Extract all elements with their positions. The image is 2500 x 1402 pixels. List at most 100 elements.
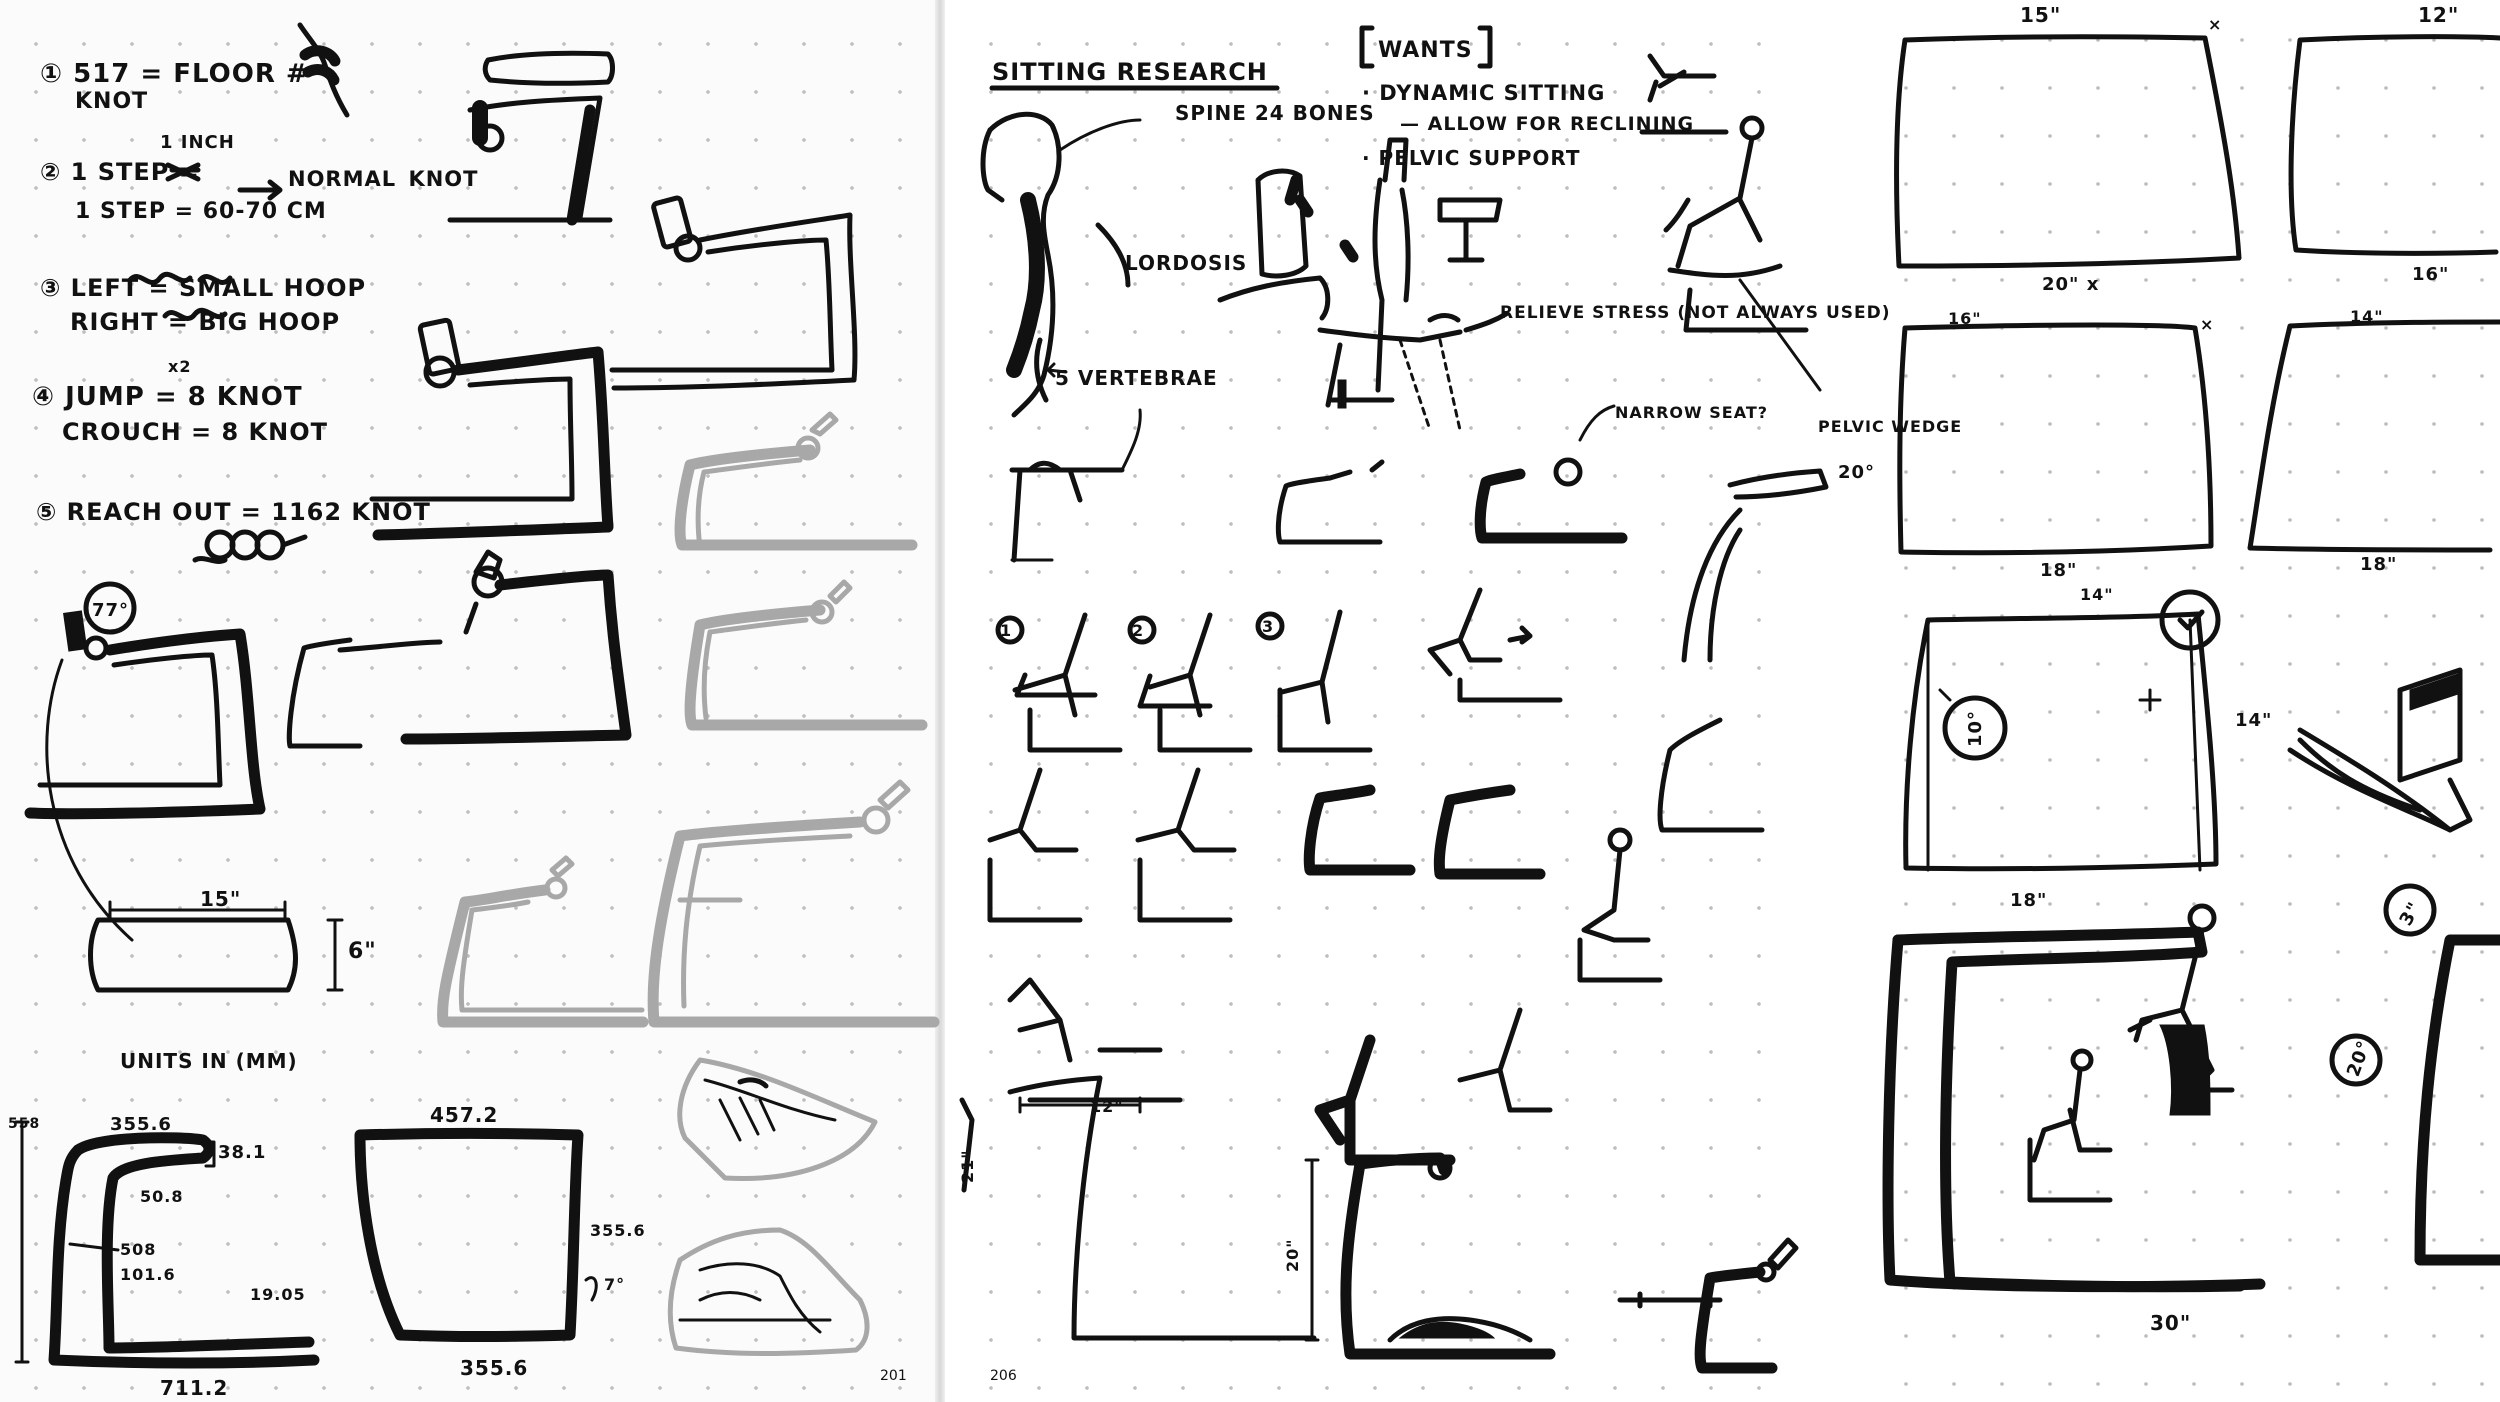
dim-21-label: 21" <box>958 1149 977 1183</box>
x-mark: × <box>2200 315 2214 334</box>
dim-label: 19.05 <box>250 1285 306 1304</box>
chair-sketch-1 <box>609 195 858 391</box>
angle-77-label: 77° <box>92 600 129 621</box>
dim-label: 14" <box>2350 307 2384 326</box>
units-label: UNITS IN (MM) <box>120 1049 298 1073</box>
chair-frame-bottom-mid: 20" <box>1283 1152 1556 1360</box>
note-item-2-inch: 1 INCH <box>160 132 235 153</box>
wants-block: WANTS · DYNAMIC SITTING — ALLOW FOR RECL… <box>1359 25 1729 170</box>
vertebrae-label: 5 VERTEBRAE <box>1055 366 1218 390</box>
dim-label: 7° <box>604 1275 625 1294</box>
chair-sketch-77: 77° <box>24 581 266 942</box>
spine-diagram: SPINE 24 BONES LORDOSIS 5 VERTEBRAE <box>980 101 1375 418</box>
chair-frame-bottom-left: 12" 21" <box>958 1075 1317 1341</box>
scribble-icon <box>162 307 228 321</box>
note-item-2-line2: 1 STEP = 60-70 CM <box>75 199 327 224</box>
left-page <box>0 0 935 1402</box>
page-gutter-left <box>935 0 945 1402</box>
page-number-b: 206 <box>990 1368 1017 1384</box>
chair-edge-sketch: 3" 20° <box>2329 883 2500 1266</box>
page-number-a: 201 <box>880 1368 907 1384</box>
dim-label: 508 <box>120 1240 156 1259</box>
note-item-2-arrow-label: NORMAL KNOT <box>288 167 478 191</box>
want-1: · DYNAMIC SITTING <box>1362 81 1605 105</box>
chair-sketch-2 <box>369 317 614 541</box>
dim-label: 50.8 <box>140 1187 183 1206</box>
chair-sketch-6-grey <box>437 855 649 1028</box>
chair-sketch-5-grey <box>684 579 928 731</box>
arrow-right-icon <box>237 179 283 201</box>
spine-label: SPINE 24 BONES <box>1175 101 1375 125</box>
tech-drawing-top: 457.2 355.6 7° 355.6 <box>354 1103 646 1380</box>
dim-label: 558 <box>8 1116 40 1132</box>
seat-height-label: 6" <box>348 939 377 964</box>
x-mark: × <box>2208 15 2222 34</box>
notes-block: ① 517 = FLOOR # KNOT 1 INCH ② 1 STEP = 1… <box>32 22 478 564</box>
wedge-angle-label: 20° <box>1838 462 1875 483</box>
dim-label: 15" <box>2020 3 2061 27</box>
dim-label: 38.1 <box>218 1142 266 1163</box>
note-item-4-line1: ④ JUMP = 8 KNOT <box>32 382 303 412</box>
dim-label: 3" <box>2396 898 2426 929</box>
dim-label: 14" <box>2080 585 2114 604</box>
chair-backrest-sketch <box>1217 168 1331 321</box>
research-title: SITTING RESEARCH <box>992 58 1268 86</box>
note-item-1-sub: KNOT <box>75 89 148 114</box>
dim-label: 10° <box>1965 710 1986 747</box>
knot-doodle-icon <box>192 529 308 564</box>
pose-number: 2 <box>1132 621 1144 640</box>
chair-sketch-top <box>447 50 615 226</box>
chair-frame-bottom-right <box>1617 1237 1799 1374</box>
small-chairs-row: NARROW SEAT? PELVIC WEDGE 20° <box>1275 403 1962 663</box>
page-gutter-right <box>1805 0 1862 1402</box>
sitting-figure-sketch: RELIEVE STRESS (NOT ALWAYS USED) <box>1317 137 1891 432</box>
chair-sketch-7-grey <box>647 779 940 1028</box>
pose-number: 1 <box>1000 621 1012 640</box>
middle-page <box>945 0 1805 1402</box>
note-item-4-sup: x2 <box>168 357 191 376</box>
dim-label: 16" <box>2412 264 2449 285</box>
pose-stick-figures: 1 2 3 <box>987 587 1765 1166</box>
chair-wall-sketch: 30" <box>1882 903 2266 1335</box>
want-2: · PELVIC SUPPORT <box>1362 146 1581 170</box>
wants-title: WANTS <box>1378 38 1473 63</box>
skeleton-sitting-sketch <box>1009 408 1142 563</box>
shoe-sketch-top <box>677 1057 878 1181</box>
dim-label: 18" <box>2040 560 2077 581</box>
scribble-icon <box>127 271 233 285</box>
dim-label: 355.6 <box>590 1221 646 1240</box>
strike-icon <box>165 162 201 182</box>
seat-width-label: 15" <box>200 887 241 911</box>
narrow-seat-label: NARROW SEAT? <box>1615 403 1768 422</box>
top-view-panel-3: 16" 18" × <box>1897 309 2214 581</box>
dim-label: 355.6 <box>460 1356 528 1380</box>
dim-label: 12" <box>2418 3 2459 27</box>
want-1-sub: — ALLOW FOR RECLINING <box>1400 113 1694 135</box>
top-view-panel-1: 15" 20" x × <box>1894 3 2242 295</box>
relieve-label: RELIEVE STRESS (NOT ALWAYS USED) <box>1500 303 1891 323</box>
dim-label: 711.2 <box>160 1376 228 1400</box>
top-view-panel-2: 12" 16" <box>2288 3 2500 285</box>
dim-label: 101.6 <box>120 1265 176 1284</box>
dim-label: 14" <box>2235 710 2272 731</box>
seat-cushion-sketch: 15" 6" <box>88 887 377 993</box>
dim-label: 18" <box>2360 554 2397 575</box>
dim-12-label: 12" <box>1090 1097 1124 1116</box>
seat-back-isometric <box>2287 667 2473 833</box>
lordosis-label: LORDOSIS <box>1125 251 1247 275</box>
shoe-sketch-bottom <box>667 1227 870 1356</box>
top-view-panel-4: 14" 18" <box>2247 307 2500 575</box>
note-item-5: ⑤ REACH OUT = 1162 KNOT <box>36 498 431 526</box>
dim-20-label: 20" <box>1283 1238 1302 1272</box>
dim-label: 18" <box>2010 890 2047 911</box>
dim-label: 457.2 <box>430 1103 498 1127</box>
pelvic-wedge-label: PELVIC WEDGE <box>1818 417 1962 436</box>
tech-drawing-side: 558 355.6 38.1 50.8 508 101.6 19.05 711.… <box>8 1114 320 1400</box>
dim-label: 16" <box>1948 309 1982 328</box>
note-item-4-line2: CROUCH = 8 KNOT <box>62 418 328 446</box>
dim-label: 355.6 <box>110 1114 172 1135</box>
chair-sketch-3-grey <box>674 411 918 551</box>
dim-label: 20" x <box>2042 274 2099 295</box>
